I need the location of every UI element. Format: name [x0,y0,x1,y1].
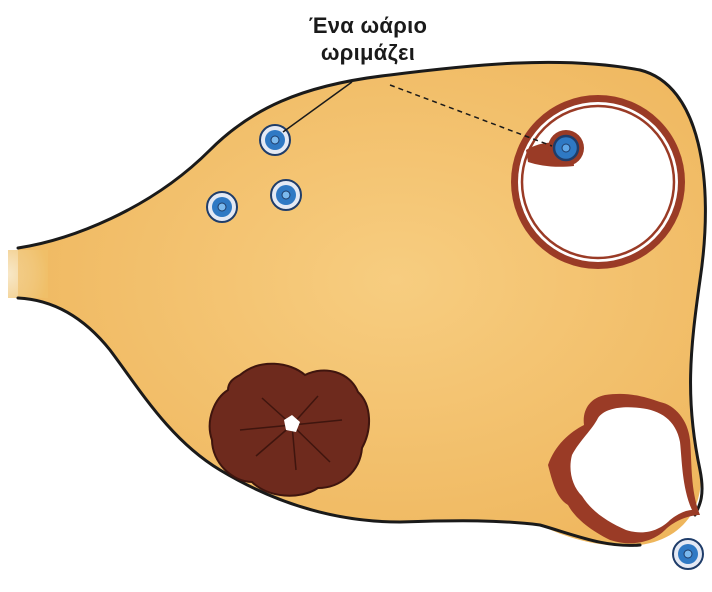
mature-egg [548,130,584,166]
egg-cell-2 [271,180,301,210]
annotation-label: Ένα ωάριο ωριμάζει [268,12,468,66]
released-egg [673,539,703,569]
ligament-stub [8,250,48,298]
annotation-line-2: ωριμάζει [268,39,468,66]
annotation-line-1: Ένα ωάριο [268,12,468,39]
mature-follicle [511,95,685,269]
egg-cell-3 [207,192,237,222]
corpus-luteum [210,364,369,496]
